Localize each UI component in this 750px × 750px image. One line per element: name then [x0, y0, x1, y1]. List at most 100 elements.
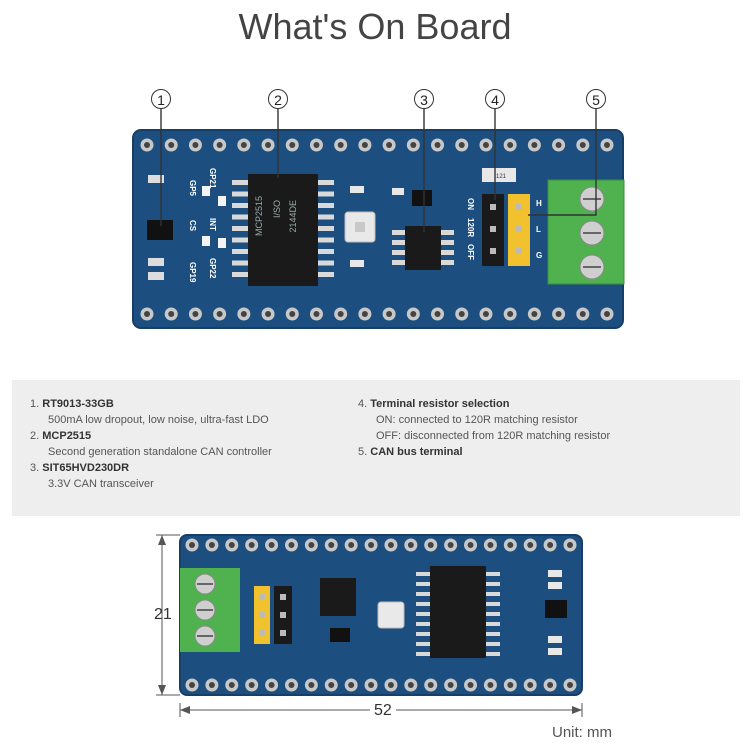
- legend-left-column: 1. RT9013-33GB 500mA low dropout, low no…: [30, 398, 272, 490]
- header-pin-hole: [228, 682, 235, 688]
- callout-1: 1: [151, 89, 171, 109]
- header-pin-hole: [168, 142, 175, 148]
- chip-leg: [232, 191, 248, 197]
- header-pin-hole: [527, 542, 534, 548]
- chip-leg: [232, 237, 248, 243]
- bottom-crystal: [377, 601, 405, 629]
- callout-3: 3: [414, 89, 434, 109]
- chip-leg: [318, 191, 334, 197]
- bottom-transceiver: [320, 578, 356, 616]
- header-pin-hole: [531, 311, 538, 317]
- callout-2: 2: [268, 89, 288, 109]
- header-pin-hole: [434, 311, 441, 317]
- silk-121: 121: [496, 174, 507, 180]
- silk-off: OFF: [466, 244, 475, 260]
- legend-item-3-name: SIT65HVD230DR: [42, 462, 130, 474]
- header-pin-hole: [328, 682, 335, 688]
- silk-gp19: GP19: [188, 262, 197, 283]
- header-pin-hole: [579, 311, 586, 317]
- header-pin-hole: [427, 542, 434, 548]
- chip-leg: [232, 214, 248, 220]
- chip-leg: [318, 260, 334, 266]
- legend-panel: 1. RT9013-33GB 500mA low dropout, low no…: [12, 380, 740, 516]
- jumper-pin: [516, 248, 522, 254]
- header-pin-hole: [579, 142, 586, 148]
- header-pin-hole: [567, 682, 573, 688]
- header-pin-hole: [192, 311, 199, 317]
- header-pin-hole: [228, 542, 235, 548]
- jumper-pins: [490, 204, 522, 254]
- bottom-header-pins-top: [185, 538, 577, 552]
- chip-leg: [416, 632, 430, 636]
- transceiver-chip: [405, 226, 441, 270]
- header-pin-hole: [407, 542, 414, 548]
- header-pin-hole: [407, 682, 414, 688]
- chip-leg: [232, 260, 248, 266]
- header-pin-hole: [216, 142, 223, 148]
- header-pin-hole: [268, 682, 275, 688]
- header-pin-hole: [308, 542, 315, 548]
- chip-leg: [318, 203, 334, 208]
- unit-label: Unit: mm: [552, 724, 612, 741]
- chip-leg: [441, 240, 454, 245]
- mcp2515-pins-left: [232, 180, 248, 277]
- legend-item-2-name: MCP2515: [42, 430, 92, 442]
- header-pin-hole: [361, 142, 368, 148]
- header-pin-hole: [458, 311, 465, 317]
- jumper-pin: [490, 226, 496, 232]
- header-pin-hole: [527, 682, 534, 688]
- mcp-chip-label-3: 2144DE: [288, 200, 298, 233]
- header-pin-hole: [248, 542, 255, 548]
- bottom-terminal-screws: [194, 573, 216, 647]
- bottom-header-pins-bottom: [185, 678, 577, 692]
- header-pin-hole: [208, 682, 215, 688]
- dimension-width: 52: [370, 702, 396, 720]
- header-pin-hole: [507, 682, 514, 688]
- chip-leg: [392, 240, 405, 245]
- transistor: [412, 190, 432, 206]
- legend-item-4-off: OFF: disconnected from 120R matching res…: [376, 430, 611, 442]
- header-pin-hole: [555, 142, 562, 148]
- bottom-mcp2515: [430, 566, 486, 658]
- jumper-pin: [516, 204, 522, 210]
- legend-item-1-desc: 500mA low dropout, low noise, ultra-fast…: [48, 414, 269, 426]
- jumper-pin: [259, 630, 265, 636]
- chip-leg: [318, 237, 334, 243]
- chip-leg: [486, 632, 500, 636]
- header-pin-hole: [507, 542, 514, 548]
- header-pin-hole: [144, 142, 150, 148]
- chip-leg: [486, 612, 500, 616]
- silk-cs: CS: [188, 220, 197, 232]
- chip-leg: [318, 214, 334, 220]
- header-pin-hole: [168, 311, 175, 317]
- header-pin-hole: [189, 682, 195, 688]
- legend-item-4-name: Terminal resistor selection: [370, 398, 510, 410]
- header-pin-hole: [386, 311, 393, 317]
- header-pin-hole: [410, 311, 417, 317]
- header-pin-hole: [531, 142, 538, 148]
- legend-right-column: 4. Terminal resistor selection ON: conne…: [358, 398, 611, 458]
- header-pin-hole: [192, 142, 199, 148]
- header-pin-hole: [289, 142, 296, 148]
- header-pin-hole: [289, 311, 296, 317]
- header-pin-hole: [308, 682, 315, 688]
- chip-leg: [486, 572, 500, 576]
- chip-leg: [416, 642, 430, 646]
- header-pin-hole: [547, 542, 554, 548]
- chip-leg: [392, 230, 405, 235]
- header-pin-hole: [368, 682, 375, 688]
- header-pin-hole: [216, 311, 223, 317]
- header-pin-hole: [434, 142, 441, 148]
- chip-leg: [416, 602, 430, 606]
- chip-leg: [232, 249, 248, 254]
- silk-l: L: [536, 225, 541, 234]
- header-pin-hole: [265, 311, 272, 317]
- header-pin-hole: [487, 682, 494, 688]
- chip-leg: [318, 272, 334, 277]
- header-pin-hole: [387, 682, 394, 688]
- header-pin-hole: [487, 542, 494, 548]
- header-pin-hole: [337, 142, 344, 148]
- chip-leg: [318, 249, 334, 254]
- legend-item-1-name: RT9013-33GB: [42, 398, 114, 410]
